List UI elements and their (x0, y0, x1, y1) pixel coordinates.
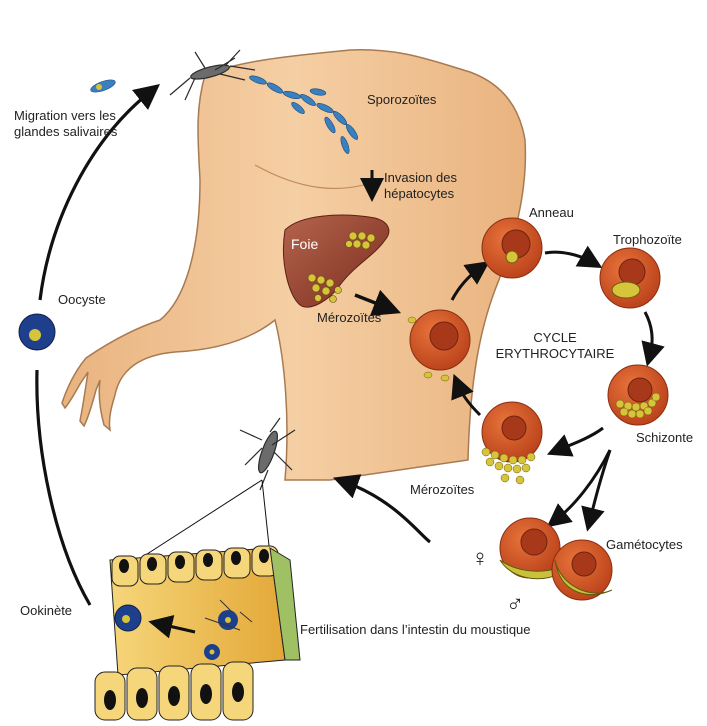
male-symbol: ♂ (506, 593, 524, 617)
label-ookinete: Ookinète (20, 603, 72, 619)
rbc-schizonte (608, 365, 668, 425)
female-symbol: ♀ (471, 547, 489, 571)
label-sporozoites: Sporozoïtes (367, 92, 436, 108)
rbc-anneau (482, 218, 542, 278)
label-schizonte: Schizonte (636, 430, 693, 446)
label-invasion: Invasion des hépatocytes (384, 170, 489, 202)
gametocyte-male (552, 540, 612, 600)
label-anneau: Anneau (529, 205, 574, 221)
label-oocyste: Oocyste (58, 292, 106, 308)
label-gametocytes: Gamétocytes (606, 537, 683, 553)
label-migration: Migration vers les glandes salivaires (14, 108, 129, 140)
rbc-merozoites-release (482, 402, 542, 484)
label-fertilisation: Fertilisation dans l’intestin du moustiq… (300, 622, 531, 638)
label-cycle-title: CYCLE ERYTHROCYTAIRE (490, 330, 620, 362)
rbc-trophozoite (600, 248, 660, 308)
label-merozoites-liver: Mérozoïtes (317, 310, 381, 326)
label-foie: Foie (291, 236, 318, 252)
label-trophozoite: Trophozoïte (613, 232, 682, 248)
mosquito-gut-section (95, 546, 300, 720)
label-merozoites-blood: Mérozoïtes (410, 482, 474, 498)
